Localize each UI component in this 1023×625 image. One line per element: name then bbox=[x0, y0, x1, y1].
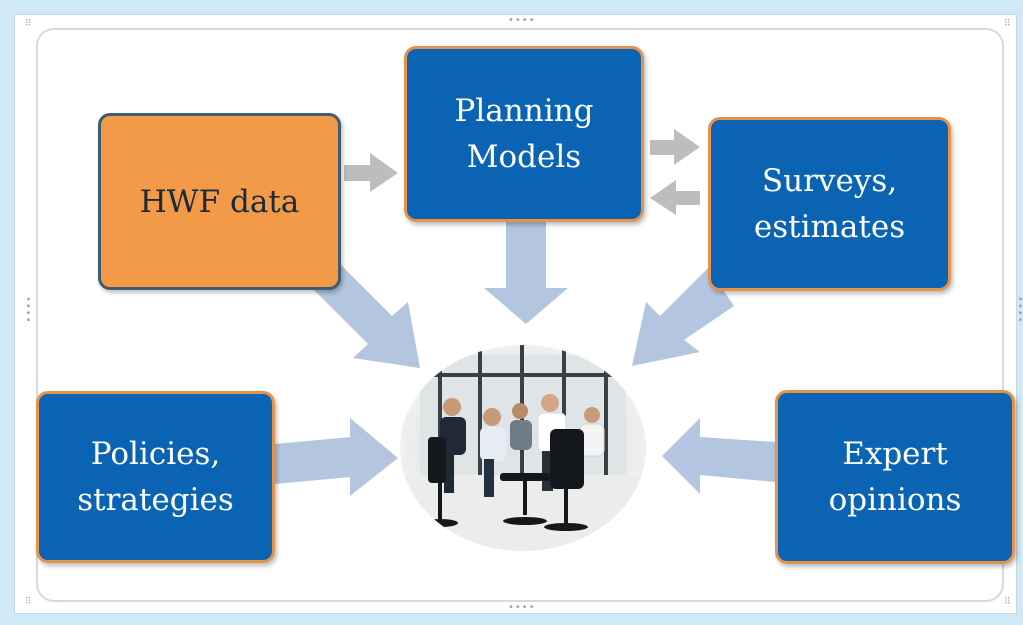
arrow-planning-to-surveys bbox=[650, 129, 700, 165]
resize-handle-bottom-left[interactable]: ⠿ bbox=[25, 597, 32, 607]
node-planning-models-label: Planning Models bbox=[454, 93, 594, 175]
arrow-expert-to-center bbox=[662, 418, 775, 494]
resize-handle-top[interactable]: •••• bbox=[508, 15, 536, 26]
resize-handle-left[interactable]: •••• bbox=[22, 296, 33, 324]
node-policies-strategies-label: Policies, strategies bbox=[77, 436, 234, 518]
arrow-policies-to-center bbox=[275, 418, 398, 496]
node-hwf-data[interactable]: HWF data bbox=[98, 113, 341, 290]
resize-handle-top-left[interactable]: ⠿ bbox=[25, 19, 32, 29]
resize-handle-bottom[interactable]: •••• bbox=[508, 602, 536, 613]
resize-handle-bottom-right[interactable]: ⠿ bbox=[1004, 597, 1011, 607]
arrow-planning-to-center bbox=[484, 222, 568, 324]
node-policies-strategies[interactable]: Policies, strategies bbox=[36, 391, 275, 563]
resize-handle-right[interactable]: •••• bbox=[1014, 296, 1023, 324]
arrow-surveys-to-center bbox=[632, 268, 734, 366]
node-planning-models[interactable]: Planning Models bbox=[404, 46, 644, 222]
node-surveys-estimates[interactable]: Surveys, estimates bbox=[708, 117, 951, 291]
arrow-hwf-to-planning bbox=[344, 153, 398, 192]
arrow-surveys-to-planning bbox=[650, 180, 700, 215]
meeting-photo-icon bbox=[400, 345, 646, 551]
resize-handle-top-right[interactable]: ⠿ bbox=[1004, 19, 1011, 29]
node-expert-opinions[interactable]: Expert opinions bbox=[775, 390, 1015, 564]
node-hwf-data-label: HWF data bbox=[139, 183, 300, 220]
node-surveys-estimates-label: Surveys, estimates bbox=[753, 163, 906, 245]
node-expert-opinions-label: Expert opinions bbox=[828, 436, 962, 518]
meeting-photo-illustration bbox=[400, 345, 646, 551]
